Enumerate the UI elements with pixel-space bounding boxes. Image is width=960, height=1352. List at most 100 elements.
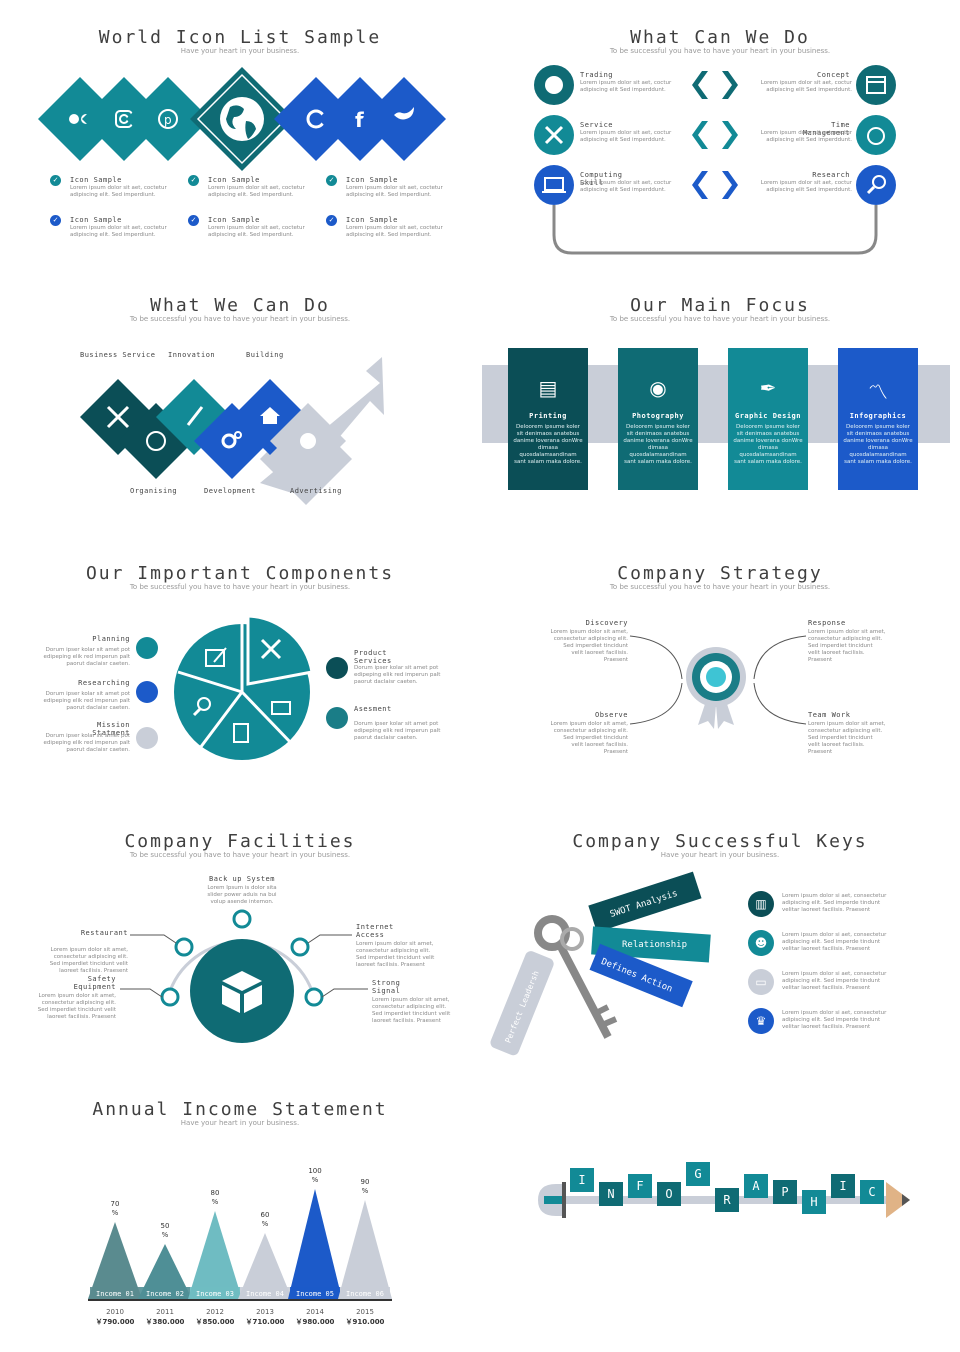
income-band xyxy=(90,1287,140,1299)
income-value-label: 50 xyxy=(161,1222,170,1230)
magnifier-icon xyxy=(856,165,896,205)
service-label: Trading xyxy=(580,71,614,79)
income-band xyxy=(290,1287,340,1299)
facebook-icon: f xyxy=(318,77,402,161)
component-text: Dorum ipser kolar sit amet pot edipeping… xyxy=(43,691,130,711)
label-organising: Organising xyxy=(130,487,178,495)
label-advertising: Advertising xyxy=(290,487,342,495)
slide-subtitle: To be successful you have to have your h… xyxy=(129,315,351,323)
edit-icon xyxy=(205,647,227,667)
focus-card-text: Deloorem ipsume koler sit denimaos anate… xyxy=(513,424,583,465)
facility-text: Lorem ipsum dolor sit amet, consectetur … xyxy=(37,993,116,1020)
focus-card-title: Graphic Design xyxy=(734,412,801,420)
slide-title: What Can We Do xyxy=(630,27,810,48)
slide-company-facilities: Company Facilities To be successful you … xyxy=(30,829,450,1069)
infographic-letter: F xyxy=(628,1174,652,1198)
strategy-badge xyxy=(629,635,807,729)
focus-card-title: Printing xyxy=(529,412,567,420)
icon-sample-text: Lorem ipsum dolor sit aet, coctetur adip… xyxy=(70,225,167,238)
group-icon: ☻ xyxy=(748,930,774,956)
icon-sample-text: Lorem ipsum dolor sit aet, coctetur adip… xyxy=(70,185,167,198)
service-label: Research xyxy=(812,171,850,179)
pinterest-icon: p xyxy=(126,77,210,161)
icon-sample-label: Icon Sample xyxy=(208,176,260,184)
income-category: Income 05 xyxy=(296,1290,334,1298)
income-value-label: 80 xyxy=(211,1189,220,1197)
slide-what-can-we-do: What Can We Do To be successful you have… xyxy=(510,25,930,265)
income-peak xyxy=(138,1244,192,1299)
income-peak xyxy=(88,1222,142,1299)
income-category: Income 04 xyxy=(246,1290,284,1298)
icon-sample-label: Icon Sample xyxy=(70,176,122,184)
researching-dot xyxy=(136,681,158,703)
slide-title: Company Strategy xyxy=(617,563,823,584)
chart-line-icon: 〽 xyxy=(868,380,888,404)
check-icon: ✓ xyxy=(326,215,337,226)
strategy-text: Lorem ipsum dolor sit amet, consectetur … xyxy=(808,629,886,663)
slide-successful-keys: Company Successful Keys Have your heart … xyxy=(480,829,930,1069)
slide-what-we-can-do: What We Can Do To be successful you have… xyxy=(30,293,450,533)
label-building: Building xyxy=(246,351,284,359)
component-text: Dorum ipser kolar sit amet pot edipeping… xyxy=(354,665,441,685)
icon-sample-text: Lorem ipsum dolor sit aet, coctetur adip… xyxy=(208,225,305,238)
icon-diamond-row: p f xyxy=(38,67,446,171)
component-label: Planning xyxy=(92,635,130,643)
service-label: Time Management xyxy=(802,121,850,137)
income-value-unit: % xyxy=(162,1231,169,1239)
slide-subtitle: To be successful you have to have your h… xyxy=(609,315,831,323)
income-value-unit: % xyxy=(262,1220,269,1228)
backup-label: Back up System xyxy=(208,875,275,883)
award-badge-icon xyxy=(686,647,746,707)
product-dot xyxy=(326,657,348,679)
laptop-icon xyxy=(534,165,574,205)
strategy-text: Lorem ipsum dolor sit amet, consectetur … xyxy=(550,629,628,663)
income-value-label: 60 xyxy=(261,1211,270,1219)
slide-annual-income: Annual Income Statement Have your heart … xyxy=(30,1097,450,1337)
focus-card-title: Infographics xyxy=(849,412,907,420)
globe-icon xyxy=(534,65,574,105)
facility-label: Safety Equipment xyxy=(73,975,116,991)
component-text: Dorum ipser kolar sit amet pot edipeping… xyxy=(43,733,130,753)
component-label: Mission Statment xyxy=(92,721,130,737)
label-business-service: Business Service xyxy=(80,351,156,359)
folder-icon: ▭ xyxy=(748,969,774,995)
strategy-label: Response xyxy=(808,619,846,627)
strategy-label: Observe xyxy=(594,711,628,719)
slide-subtitle: To be successful you have to have your h… xyxy=(609,47,831,55)
income-year: 2012 xyxy=(206,1308,224,1316)
crown-icon: ♛ xyxy=(748,1008,774,1034)
service-text: Lorem ipsum dolor sit aet, coctur adipis… xyxy=(760,180,852,193)
strategy-label: Team Work xyxy=(808,711,851,719)
strategy-text: Lorem ipsum dolor sit amet, consectetur … xyxy=(550,721,628,755)
icon-sample-label: Icon Sample xyxy=(208,216,260,224)
globe-icon xyxy=(270,403,346,479)
income-category: Income 03 xyxy=(196,1290,234,1298)
component-text: Dorum ipser kolar sit amet pot edipeping… xyxy=(43,647,130,667)
income-amount: ￥910.000 xyxy=(346,1318,385,1326)
income-value-unit: % xyxy=(112,1209,119,1217)
income-band xyxy=(190,1287,240,1299)
slide-subtitle: Have your heart in your business. xyxy=(660,851,780,859)
svg-text:p: p xyxy=(164,113,172,127)
facility-label: Internet Access xyxy=(356,923,394,939)
income-amount: ￥850.000 xyxy=(196,1318,235,1326)
component-text: Dorum ipser kolar sit amet pot edipeping… xyxy=(354,721,441,741)
slide-title: What We Can Do xyxy=(150,295,330,316)
service-text: Lorem ipsum dolor sit aet, coctur adipis… xyxy=(760,130,852,143)
svg-text:f: f xyxy=(355,108,364,132)
income-value-unit: % xyxy=(312,1176,319,1184)
income-band xyxy=(240,1287,290,1299)
tools-icon xyxy=(260,638,282,660)
infographic-letter: R xyxy=(715,1188,739,1212)
magnifier-icon xyxy=(192,697,211,717)
service-text: Lorem ipsum dolor sit aet, coctur adipis… xyxy=(580,130,672,143)
strategy-text: Lorem ipsum dolor sit amet, consectetur … xyxy=(808,721,886,755)
service-text: Lorem ipsum dolor sit aet, coctur adipis… xyxy=(760,80,852,93)
income-value-label: 70 xyxy=(111,1200,120,1208)
income-category: Income 06 xyxy=(346,1290,384,1298)
income-year: 2014 xyxy=(306,1308,324,1316)
component-pie xyxy=(174,616,314,760)
